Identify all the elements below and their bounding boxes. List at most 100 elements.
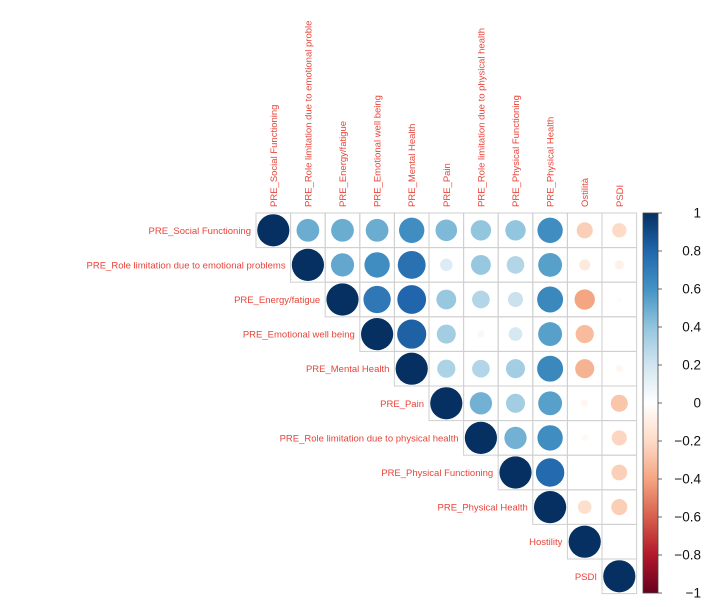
correlation-circle bbox=[581, 434, 588, 442]
row-label: PRE_Pain bbox=[380, 399, 424, 410]
colorbar-tick-label: 0.4 bbox=[682, 320, 701, 335]
grid-cell bbox=[601, 523, 638, 560]
grid-cells bbox=[255, 212, 638, 595]
correlation-circle bbox=[537, 217, 563, 243]
correlation-circle bbox=[538, 391, 563, 416]
column-label: PRE_Mental Health bbox=[407, 124, 418, 207]
correlation-circle bbox=[537, 425, 563, 451]
colorbar-tick-label: −0.6 bbox=[674, 510, 701, 525]
correlation-circle bbox=[436, 324, 456, 344]
row-label: PRE_Role limitation due to emotional pro… bbox=[87, 260, 286, 271]
correlation-circles bbox=[257, 214, 636, 593]
correlation-circle bbox=[440, 258, 453, 272]
column-label: PRE_Physical Health bbox=[546, 117, 557, 207]
correlation-circle bbox=[576, 222, 593, 239]
correlation-circle bbox=[505, 220, 526, 241]
colorbar-tick-label: 0.6 bbox=[682, 282, 701, 297]
correlation-circle bbox=[331, 218, 354, 242]
column-label: PRE_Role limitation due to emotional pro… bbox=[303, 21, 314, 207]
correlation-circle bbox=[534, 491, 567, 524]
correlation-circle bbox=[507, 291, 524, 308]
correlation-circle bbox=[364, 252, 390, 278]
correlation-circle bbox=[330, 253, 355, 277]
correlation-circle bbox=[615, 365, 623, 373]
colorbar-tick-label: −0.4 bbox=[674, 472, 701, 487]
correlation-circle bbox=[477, 330, 485, 338]
correlation-circle bbox=[257, 214, 290, 247]
correlation-circle bbox=[397, 319, 427, 349]
row-label: PRE_Energy/fatigue bbox=[234, 295, 320, 306]
grid-cell bbox=[601, 316, 638, 352]
correlation-circle bbox=[395, 352, 428, 385]
correlation-circle bbox=[399, 217, 425, 243]
correlation-circle bbox=[470, 220, 492, 241]
column-label: PRE_Energy/fatigue bbox=[338, 121, 349, 207]
correlation-circle bbox=[617, 297, 622, 302]
correlation-circle bbox=[505, 393, 526, 413]
correlation-circle bbox=[430, 387, 463, 420]
colorbar-tick-label: −1 bbox=[686, 586, 701, 601]
row-label: PRE_Role limitation due to physical heal… bbox=[280, 433, 459, 444]
correlation-circle bbox=[603, 560, 636, 593]
correlation-circle bbox=[612, 223, 627, 238]
correlation-circle bbox=[611, 430, 627, 446]
colorbar-tick-label: 0.2 bbox=[682, 358, 701, 373]
colorbar-tick-label: 0 bbox=[693, 396, 701, 411]
correlation-circle bbox=[614, 260, 624, 270]
colorbar-tick-label: 1 bbox=[693, 206, 701, 221]
correlation-circle bbox=[568, 525, 601, 558]
correlation-circle bbox=[575, 359, 595, 379]
correlation-circle bbox=[326, 283, 359, 316]
row-label: Hostility bbox=[529, 537, 563, 548]
correlation-circle bbox=[291, 248, 324, 281]
correlation-circle bbox=[610, 394, 628, 412]
correlation-circle bbox=[397, 285, 427, 314]
correlation-circle bbox=[575, 324, 594, 344]
row-label: PRE_Physical Functioning bbox=[381, 468, 493, 479]
correlation-circle bbox=[435, 219, 458, 242]
correlation-circle bbox=[538, 252, 563, 277]
colorbar: 1 0.8 0.6 0.4 0.2 0 −0.2 −0.4 −0.6 −0.8 −1 bbox=[642, 206, 701, 601]
row-label: PRE_Physical Health bbox=[438, 503, 528, 514]
correlation-circle bbox=[508, 327, 523, 341]
correlation-circle bbox=[296, 218, 320, 242]
correlation-circle bbox=[361, 318, 394, 351]
correlation-circle bbox=[499, 456, 532, 489]
correlation-circle bbox=[472, 359, 490, 378]
colorbar-tick-label: −0.2 bbox=[674, 434, 701, 449]
grid-cell bbox=[566, 454, 603, 491]
correlation-circle bbox=[504, 426, 527, 450]
correlation-circle bbox=[535, 458, 565, 487]
row-label: PRE_Social Functioning bbox=[149, 226, 251, 237]
row-label: PRE_Mental Health bbox=[306, 364, 389, 375]
colorbar-tick-label: 0.8 bbox=[682, 244, 701, 259]
correlation-circle bbox=[437, 359, 456, 378]
correlation-circle bbox=[537, 355, 564, 382]
column-label: PRE_Physical Functioning bbox=[511, 95, 522, 207]
correlation-circle bbox=[365, 218, 389, 242]
grid-cell bbox=[601, 558, 638, 595]
correlation-circle bbox=[537, 286, 564, 313]
colorbar-gradient bbox=[642, 212, 659, 594]
column-label: PRE_Pain bbox=[442, 163, 453, 207]
correlation-circle bbox=[574, 289, 595, 310]
correlation-circle bbox=[579, 259, 591, 271]
correlation-circle bbox=[577, 500, 592, 514]
column-labels: PRE_Social Functioning PRE_Role limitatio… bbox=[269, 21, 626, 207]
correlation-circle bbox=[611, 499, 628, 516]
correlation-circle bbox=[397, 250, 426, 279]
colorbar-tick-label: −0.8 bbox=[674, 548, 701, 563]
column-label: PRE_Social Functioning bbox=[269, 105, 280, 207]
correlation-circle bbox=[506, 256, 525, 274]
row-label: PRE_Emotional well being bbox=[243, 330, 355, 341]
correlation-circle bbox=[472, 290, 490, 309]
column-label: Ostilità bbox=[580, 177, 591, 207]
correlation-circle bbox=[436, 289, 457, 310]
correlation-circle bbox=[470, 254, 491, 275]
correlation-circle bbox=[538, 322, 563, 347]
correlation-circle bbox=[581, 399, 589, 407]
correlation-circle bbox=[505, 359, 526, 379]
row-label: PSDI bbox=[575, 572, 597, 583]
